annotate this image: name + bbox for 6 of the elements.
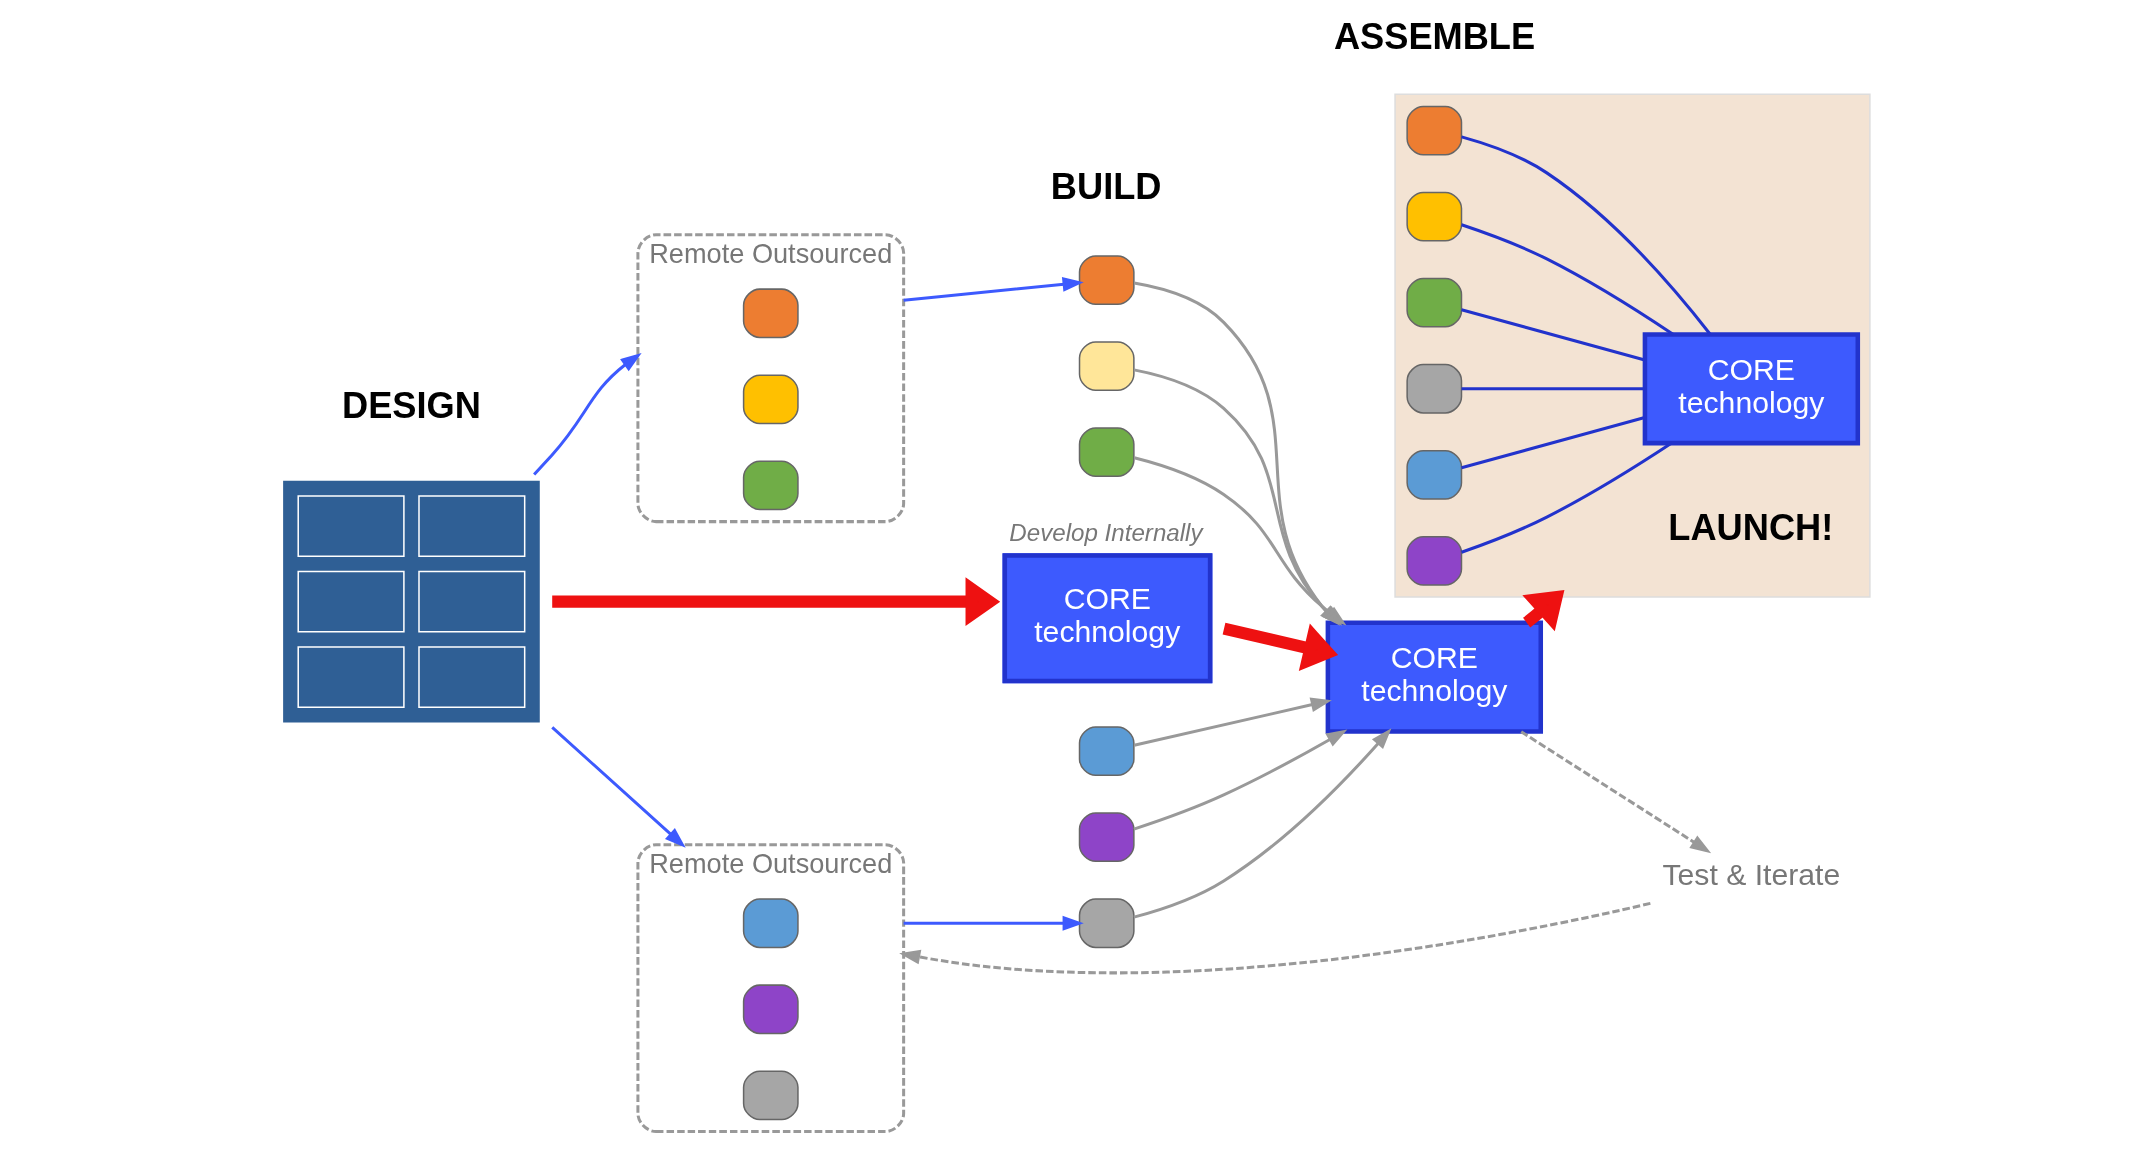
- node-text: Test & Iterate: [1661, 858, 1840, 892]
- node-label: Develop Internally: [1008, 518, 1203, 546]
- label: LAUNCH!: [1667, 507, 1833, 549]
- label: BUILD: [1050, 165, 1161, 207]
- label: ASSEMBLE: [1333, 16, 1535, 58]
- label: DESIGN: [341, 384, 481, 426]
